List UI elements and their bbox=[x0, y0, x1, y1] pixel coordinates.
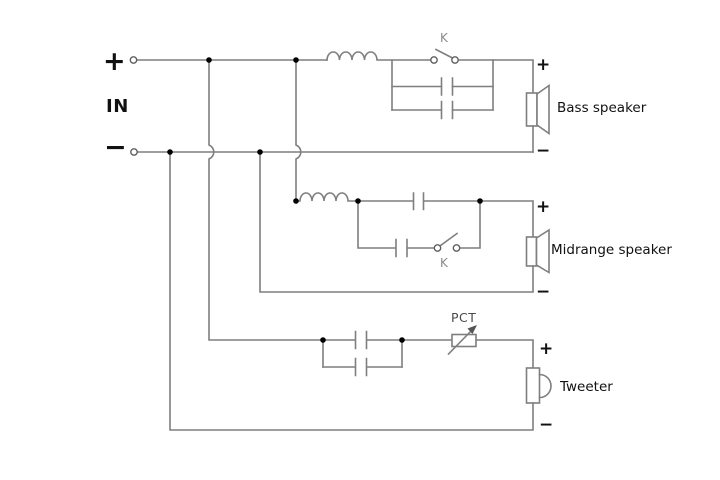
bass-inductor-icon bbox=[326, 51, 432, 61]
tweeter-speaker-icon bbox=[525, 367, 552, 404]
bass-switch-contact-right bbox=[451, 56, 459, 64]
dark-labels: + IN − + − Bass speaker + − Midrange spe… bbox=[103, 46, 672, 435]
tweeter-dome bbox=[538, 373, 552, 399]
bass-switch-contact-left bbox=[430, 56, 438, 64]
midrange-speaker-coil bbox=[525, 236, 538, 267]
midrange-minus-sign: − bbox=[536, 282, 550, 302]
junction-dot bbox=[477, 198, 483, 204]
bass-speaker-cone bbox=[536, 83, 550, 136]
tweeter-cap1-icon bbox=[354, 330, 368, 350]
open-contacts bbox=[129, 56, 461, 252]
input-plus-terminal bbox=[129, 56, 138, 64]
junction-dot bbox=[167, 149, 173, 155]
junction-dot bbox=[257, 149, 263, 155]
midrange-speaker-cone bbox=[535, 228, 550, 274]
pct-arrowhead-icon bbox=[467, 325, 477, 334]
bass-plus-sign: + bbox=[536, 55, 550, 75]
tweeter-speaker-label: Tweeter bbox=[559, 379, 613, 395]
tweeter-minus-sign: − bbox=[539, 415, 553, 435]
junction-dot bbox=[399, 337, 405, 343]
midrange-inductor-icon bbox=[295, 192, 414, 202]
midrange-return-wire bbox=[259, 151, 534, 293]
midrange-top-out-wire bbox=[423, 200, 534, 238]
pct-arrow-shaft bbox=[447, 327, 475, 356]
bass-speaker-coil bbox=[525, 92, 538, 127]
junction-dots bbox=[167, 57, 483, 343]
input-label: IN bbox=[106, 96, 129, 117]
midrange-switch-contact-left bbox=[433, 244, 442, 252]
input-minus-sign: − bbox=[104, 132, 127, 163]
bass-switch-label: K bbox=[440, 31, 449, 45]
pct-body bbox=[451, 333, 477, 348]
junction-dot bbox=[355, 198, 361, 204]
midrange-bottom-branch bbox=[357, 200, 481, 258]
midrange-plus-sign: + bbox=[536, 197, 550, 217]
pct-labels: PCT bbox=[451, 310, 476, 325]
pct-label: PCT bbox=[451, 310, 476, 325]
midrange-switch-out-wire bbox=[459, 200, 481, 249]
pct-resistor-icon bbox=[447, 327, 477, 356]
tweeter-body bbox=[525, 367, 541, 404]
switch-labels: K K bbox=[440, 31, 449, 270]
midrange-cap2-icon bbox=[395, 238, 408, 258]
junction-dot bbox=[293, 57, 299, 63]
input-plus-sign: + bbox=[103, 46, 126, 77]
midrange-branch-wire bbox=[357, 200, 396, 249]
bass-speaker-plus-wire bbox=[457, 59, 534, 94]
midrange-speaker-icon bbox=[525, 228, 550, 274]
midrange-feed-wire bbox=[295, 59, 302, 202]
tweeter-feed-wire bbox=[208, 59, 324, 341]
wire-layer bbox=[136, 48, 552, 431]
input-minus-terminal bbox=[130, 148, 138, 156]
bass-cap1-icon bbox=[440, 77, 454, 96]
bass-minus-sign: − bbox=[536, 141, 550, 161]
midrange-switch-contact-right bbox=[452, 244, 461, 252]
midrange-switch-lever-icon bbox=[439, 232, 459, 247]
junction-dot bbox=[293, 198, 299, 204]
bass-cap2-icon bbox=[440, 100, 454, 120]
junction-dot bbox=[320, 337, 326, 343]
tweeter-plus-sign: + bbox=[539, 339, 553, 359]
tweeter-capacitor-bank bbox=[322, 330, 403, 377]
bass-switch-lever-icon bbox=[434, 48, 454, 60]
midrange-cap1-icon bbox=[412, 192, 425, 211]
junction-dot bbox=[206, 57, 212, 63]
bass-speaker-icon bbox=[525, 83, 550, 136]
midrange-switch-label: K bbox=[440, 256, 449, 270]
tweeter-return-wire bbox=[169, 151, 534, 431]
midrange-speaker-label: Midrange speaker bbox=[551, 242, 672, 258]
pct-out-wire bbox=[475, 339, 534, 369]
bass-capacitor-bank bbox=[391, 59, 494, 120]
tweeter-cap2-icon bbox=[354, 357, 368, 377]
bass-speaker-label: Bass speaker bbox=[557, 100, 647, 116]
